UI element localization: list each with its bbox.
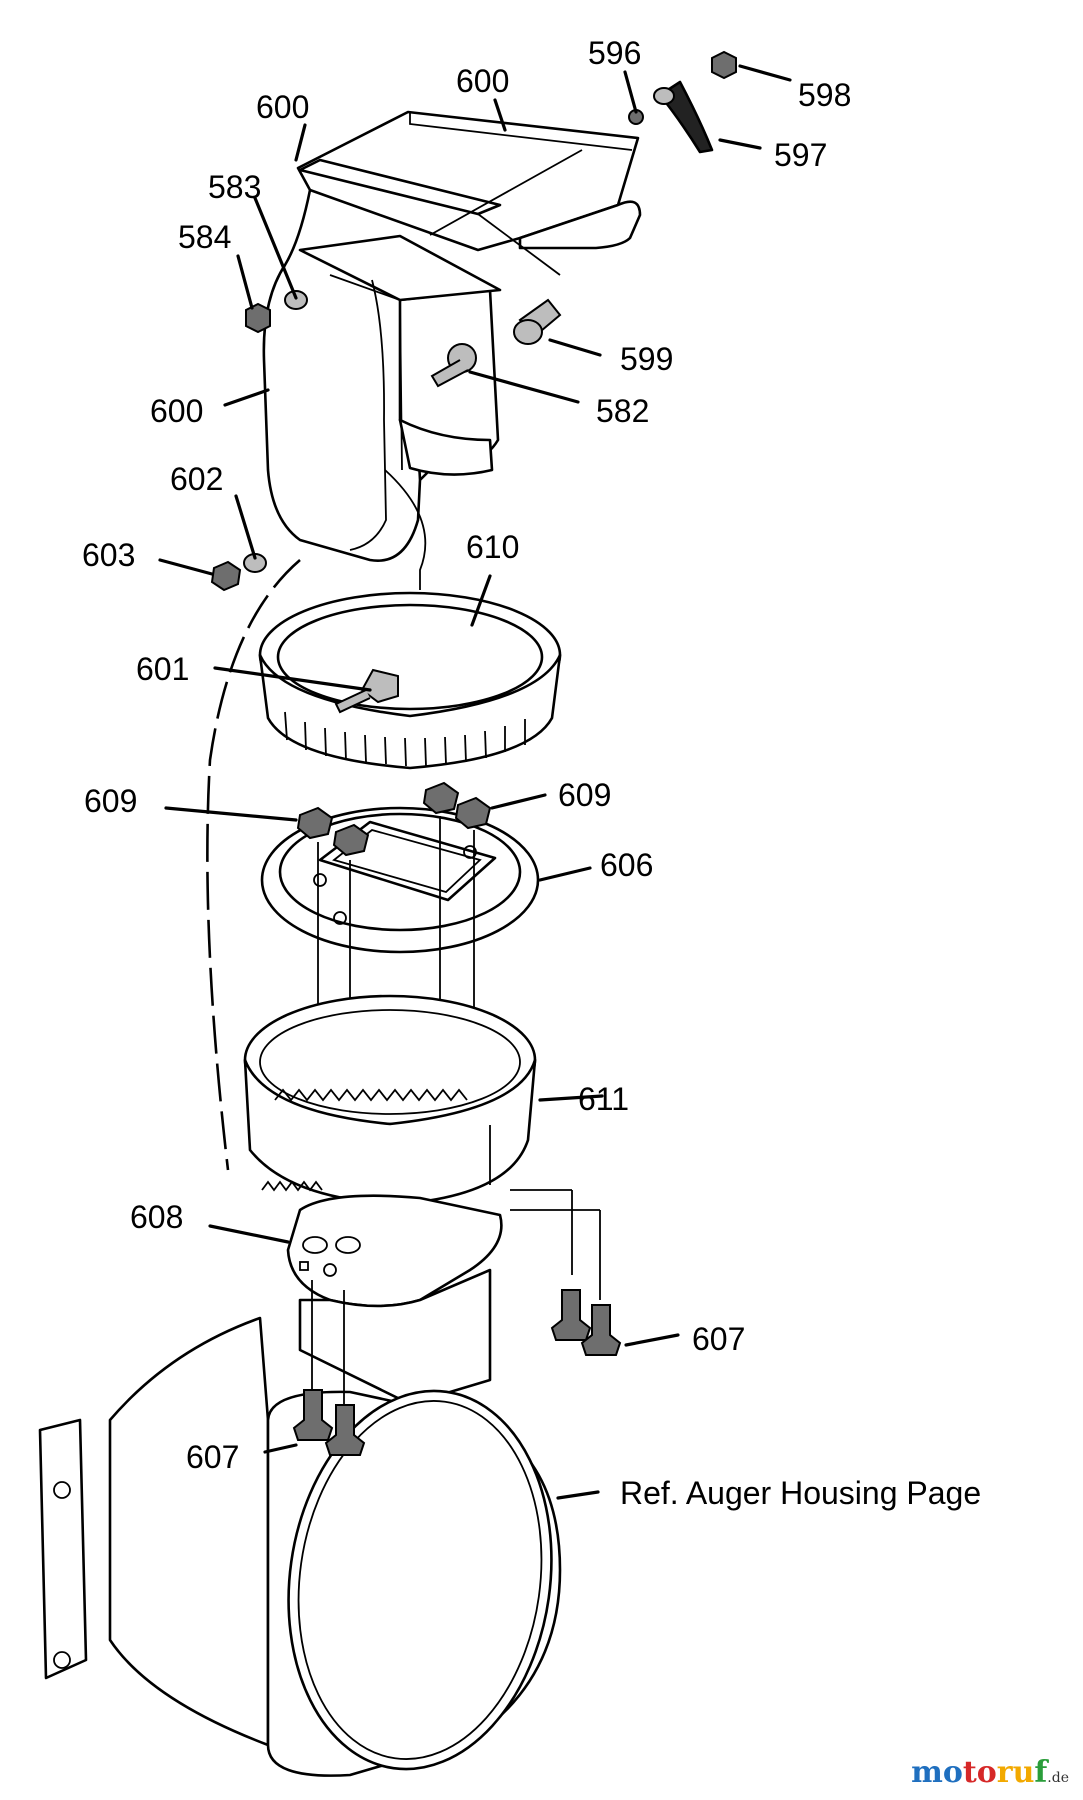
callout-610: 610 [466, 529, 519, 565]
top-hardware [628, 50, 737, 154]
callout-582: 582 [596, 393, 649, 429]
watermark-suffix: .de [1047, 1770, 1069, 1786]
callout-606: 606 [600, 847, 653, 883]
side-hardware [210, 290, 562, 592]
callout-609-left: 609 [84, 783, 137, 819]
nuts-609 [296, 781, 492, 857]
callout-609-right: 609 [558, 777, 611, 813]
callout-labels: 600 600 600 596 598 597 583 584 599 582 … [82, 35, 981, 1511]
reference-note: Ref. Auger Housing Page [620, 1475, 981, 1511]
callout-608: 608 [130, 1199, 183, 1235]
callout-599: 599 [620, 341, 673, 377]
outlet-tube [38, 1268, 562, 1777]
watermark-part-2: to [962, 1755, 997, 1790]
callout-603: 603 [82, 537, 135, 573]
leader-lines [158, 64, 792, 1500]
callout-600-body: 600 [150, 393, 203, 429]
callout-607-left: 607 [186, 1439, 239, 1475]
bracket-608 [286, 1194, 503, 1308]
ring-gear-611 [243, 994, 537, 1206]
callout-607-right: 607 [692, 1321, 745, 1357]
watermark-part-3: ru [996, 1755, 1035, 1790]
chute-deflector [296, 110, 642, 276]
callout-596: 596 [588, 35, 641, 71]
callout-602: 602 [170, 461, 223, 497]
callout-598: 598 [798, 77, 851, 113]
callout-601: 601 [136, 651, 189, 687]
watermark-logo: motoruf.de [911, 1755, 1069, 1790]
upper-chute [262, 189, 502, 562]
watermark-part-4: f [1034, 1755, 1048, 1790]
callout-611: 611 [578, 1081, 629, 1117]
callout-600-left: 600 [256, 89, 309, 125]
callout-600-top: 600 [456, 63, 509, 99]
callout-597: 597 [774, 137, 827, 173]
bolt-601 [334, 668, 399, 714]
callout-583: 583 [208, 169, 261, 205]
screws-607 [292, 1189, 622, 1456]
watermark-part-1: mo [911, 1755, 963, 1790]
callout-584: 584 [178, 219, 231, 255]
